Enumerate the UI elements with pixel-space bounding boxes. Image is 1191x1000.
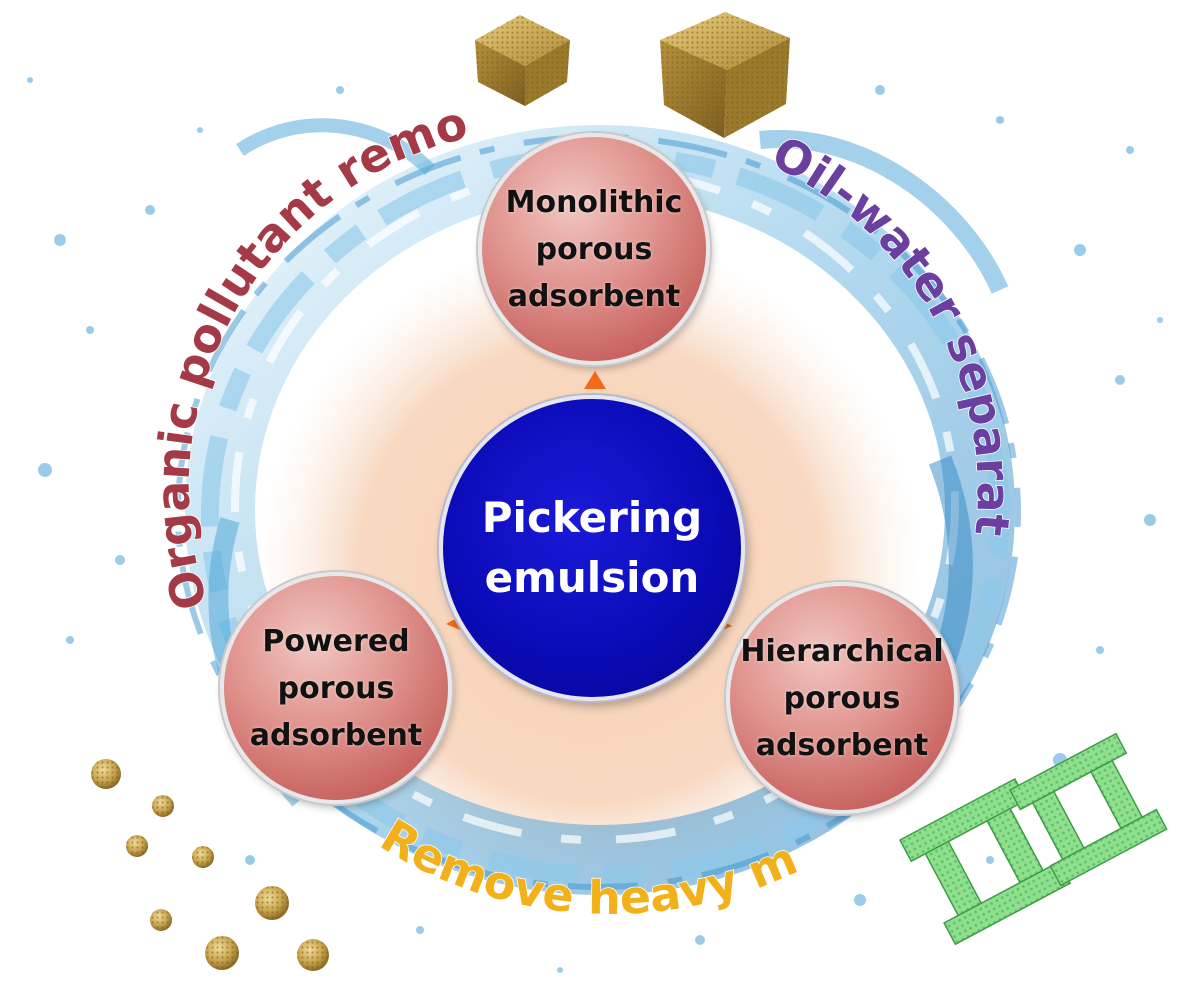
node-top-line-3: adsorbent xyxy=(507,278,681,314)
gold-cube-small xyxy=(475,15,570,106)
node-pickering-emulsion: Pickering emulsion xyxy=(439,395,745,701)
center-line-1: Pickering xyxy=(481,493,703,542)
gold-cube-large xyxy=(660,12,790,138)
node-powered-porous-adsorbent: Powered porous adsorbent xyxy=(220,572,452,804)
green-framework-1 xyxy=(898,777,1072,946)
node-left-line-1: Powered xyxy=(262,623,410,659)
node-top-line-1: Monolithic xyxy=(505,184,683,220)
node-top-line-2: porous xyxy=(535,231,653,267)
node-monolithic-porous-adsorbent: Monolithic porous adsorbent xyxy=(478,133,710,365)
node-left-line-3: adsorbent xyxy=(249,717,423,753)
center-line-2: emulsion xyxy=(484,553,700,602)
arrowhead-top xyxy=(584,371,606,389)
node-right-line-2: porous xyxy=(783,680,901,716)
node-hierarchical-porous-adsorbent: Hierarchical porous adsorbent xyxy=(726,582,958,814)
gold-spheres xyxy=(91,759,329,971)
node-left-line-2: porous xyxy=(277,670,395,706)
green-framework-2 xyxy=(1008,732,1168,887)
node-right-line-3: adsorbent xyxy=(755,727,929,763)
water-droplets xyxy=(27,77,1163,973)
node-right-line-1: Hierarchical xyxy=(740,633,944,669)
